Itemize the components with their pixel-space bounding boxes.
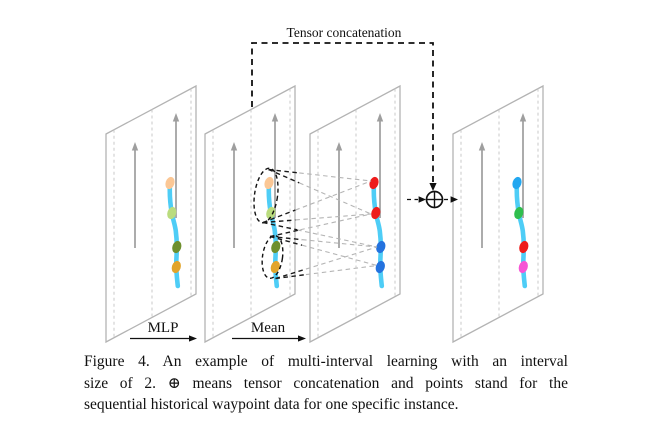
- connector-dashed-line: [305, 246, 378, 270]
- waypoint-dot: [266, 206, 276, 220]
- tensor-concat-node: [407, 190, 458, 209]
- waypoint-dot: [369, 176, 379, 190]
- mean-label: Mean: [251, 320, 286, 336]
- planes-layer: [105, 84, 544, 344]
- waypoint-dot: [271, 240, 281, 254]
- up-arrowhead-icon: [335, 142, 343, 151]
- figure-caption: Figure 4. An example of multi-interval l…: [84, 351, 568, 416]
- history-input-plane: [105, 84, 197, 344]
- waypoint-dot: [371, 206, 381, 220]
- waypoint-dot: [519, 240, 529, 254]
- caption-line: size of 2. ⊕ means tensor concatenation …: [84, 374, 568, 392]
- waypoint-dot: [375, 260, 385, 274]
- waypoint-dot: [518, 260, 528, 274]
- connector-dashed-line: [305, 264, 378, 276]
- mlp-label: MLP: [148, 320, 179, 336]
- road-plane: [204, 84, 296, 344]
- connector-dashed-line: [269, 235, 303, 241]
- connector-dashed-line: [299, 172, 372, 182]
- up-arrowhead-icon: [131, 142, 139, 151]
- tensor-concat-bracket: [251, 42, 437, 191]
- right-arrowhead-icon: [450, 196, 458, 203]
- right-arrowhead-icon: [298, 335, 306, 342]
- up-arrowhead-icon: [230, 142, 238, 151]
- connector-dashed-line: [268, 168, 300, 174]
- waypoint-dot: [172, 240, 182, 254]
- connector-dashed-line: [269, 235, 303, 246]
- connector-dashed-line: [300, 213, 372, 231]
- connector-dashed-line: [301, 244, 378, 267]
- interval-group-ellipse: [253, 167, 279, 224]
- waypoint-dot: [270, 260, 280, 274]
- road-plane: [309, 84, 401, 344]
- connector-dashed-line: [275, 273, 307, 280]
- waypoint-dot: [167, 206, 177, 220]
- connector-dashed-line: [297, 229, 378, 248]
- up-arrowhead-icon: [172, 113, 180, 122]
- right-arrowhead-icon: [189, 335, 197, 342]
- waypoint-dot: [512, 176, 522, 190]
- connector-dashed-line: [275, 268, 307, 280]
- down-arrowhead-icon: [429, 183, 437, 191]
- waypoint-dot: [264, 176, 274, 190]
- road-plane: [105, 84, 197, 344]
- up-arrowhead-icon: [478, 142, 486, 151]
- mlp-embedding-plane: [204, 84, 296, 344]
- mlp-transition: MLP: [130, 320, 197, 342]
- waypoint-dot: [165, 176, 175, 190]
- connector-dashed-line: [262, 209, 296, 224]
- connector-dashed-line: [295, 180, 372, 211]
- waypoint-dot: [171, 260, 181, 274]
- mean-interval-plane: [309, 84, 401, 344]
- connector-dashed-line: [299, 182, 372, 215]
- connector-dashed-line: [262, 221, 298, 231]
- waypoint-dot: [376, 240, 386, 254]
- connector-dashed-line: [262, 219, 296, 224]
- right-arrowhead-icon: [418, 196, 426, 203]
- up-arrowhead-icon: [271, 113, 279, 122]
- concatenated-output-plane: [452, 84, 544, 344]
- connector-dashed-line: [269, 229, 301, 238]
- caption-line: Figure 4. An example of multi-interval l…: [84, 353, 568, 370]
- connector-lines: [262, 168, 378, 280]
- tensor-concat-label: Tensor concatenation: [287, 25, 402, 40]
- up-arrowhead-icon: [376, 113, 384, 122]
- caption-line: sequential historical waypoint data for …: [84, 396, 459, 414]
- figure-diagram: Tensor concatenation MLP Mean: [105, 25, 544, 344]
- road-plane: [452, 84, 544, 344]
- waypoint-dot: [514, 206, 524, 220]
- up-arrowhead-icon: [519, 113, 527, 122]
- connector-dashed-line: [268, 168, 300, 184]
- mean-transition: Mean: [232, 320, 306, 342]
- interval-group-ellipse: [261, 234, 284, 280]
